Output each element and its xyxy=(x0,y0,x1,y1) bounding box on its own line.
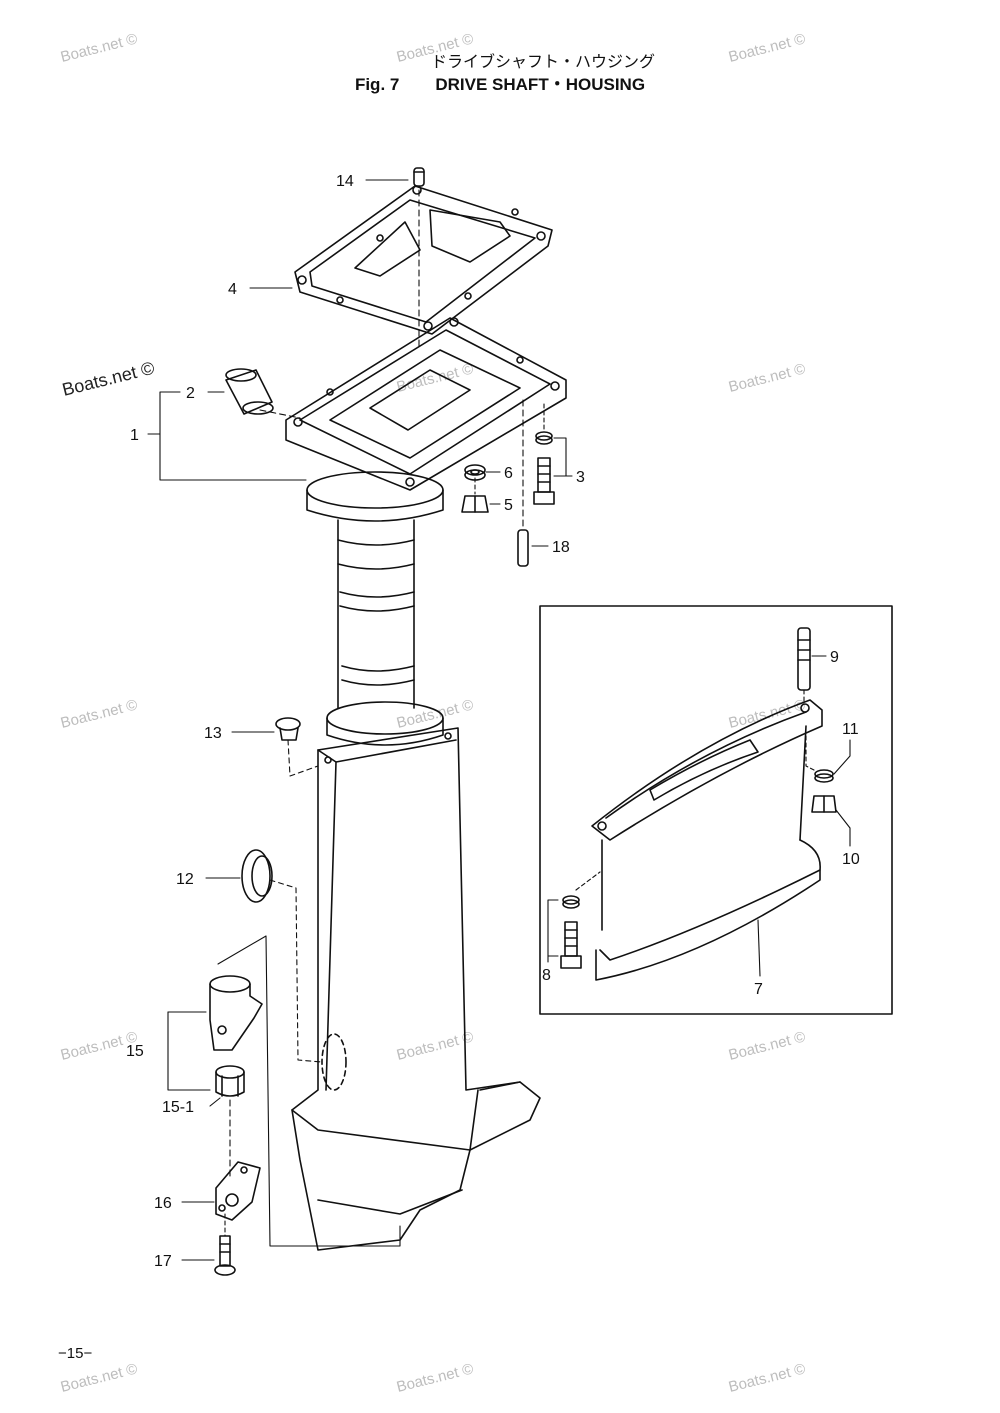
part-10-nut[interactable] xyxy=(811,795,837,813)
watermarks: Boats.net © Boats.net © Boats.net © Boat… xyxy=(59,30,807,1396)
part-18-pin[interactable] xyxy=(517,529,529,567)
callout-15: 15 xyxy=(126,1043,144,1060)
callout-1: 1 xyxy=(130,427,139,444)
figure-label: Fig. 7 xyxy=(354,75,400,94)
part-15-1-nut[interactable] xyxy=(215,1065,245,1097)
watermark: Boats.net © xyxy=(59,1360,139,1396)
watermark: Boats.net © xyxy=(59,696,139,732)
callout-12: 12 xyxy=(176,871,194,888)
callout-5: 5 xyxy=(504,497,513,514)
part-11-washer[interactable] xyxy=(814,769,834,783)
watermark: Boats.net © xyxy=(395,1028,475,1064)
callout-11: 11 xyxy=(842,721,859,738)
callout-7: 7 xyxy=(754,981,763,998)
part-17-screw[interactable] xyxy=(214,1235,236,1276)
part-1-drive-shaft-housing[interactable] xyxy=(285,317,567,1251)
part-15-bracket[interactable] xyxy=(209,975,263,1051)
inset-box xyxy=(539,605,893,1015)
figure-title-english: DRIVE SHAFT・HOUSING xyxy=(435,75,646,94)
callout-3: 3 xyxy=(576,469,585,486)
watermark: Boats.net © xyxy=(727,1360,807,1396)
watermark-dark: Boats.net © xyxy=(60,358,156,400)
callout-14: 14 xyxy=(336,173,354,190)
watermark: Boats.net © xyxy=(727,1028,807,1064)
watermark: Boats.net © xyxy=(59,30,139,66)
watermark: Boats.net © xyxy=(395,1360,475,1396)
leader-lines xyxy=(147,179,851,1261)
watermark: Boats.net © xyxy=(727,30,807,66)
callout-labels: 14 4 2 1 6 5 3 18 13 12 15 15-1 16 17 9 … xyxy=(126,173,860,1270)
part-3-bolt-washer[interactable] xyxy=(533,431,555,505)
watermark: Boats.net © xyxy=(727,360,807,396)
watermark: Boats.net © xyxy=(395,360,475,396)
callout-8: 8 xyxy=(542,967,551,984)
part-8-bolt-washer[interactable] xyxy=(560,895,582,969)
callout-2: 2 xyxy=(186,385,195,402)
part-13-plug[interactable] xyxy=(275,717,301,741)
part-12-grommet[interactable] xyxy=(241,849,273,903)
callout-13: 13 xyxy=(204,725,222,742)
part-4-gasket[interactable] xyxy=(294,185,553,335)
callout-6: 6 xyxy=(504,465,513,482)
callout-9: 9 xyxy=(830,649,839,666)
part-9-stud[interactable] xyxy=(797,627,811,691)
callout-18: 18 xyxy=(552,539,570,556)
title-japanese: ドライブシャフト・ハウジング xyxy=(430,52,655,71)
watermark: Boats.net © xyxy=(395,30,475,66)
part-14-pin[interactable] xyxy=(413,167,425,187)
callout-17: 17 xyxy=(154,1253,172,1270)
part-16-plate[interactable] xyxy=(215,1161,261,1221)
part-2-dowel[interactable] xyxy=(225,368,274,415)
part-7-exhaust-guide[interactable] xyxy=(591,699,823,981)
callout-10: 10 xyxy=(842,851,860,868)
part-5-nut[interactable] xyxy=(461,495,489,513)
callout-4: 4 xyxy=(228,281,237,298)
callout-15-1: 15-1 xyxy=(162,1099,194,1116)
figure-title: Fig. 7 DRIVE SHAFT・HOUSING xyxy=(0,70,1000,95)
callout-16: 16 xyxy=(154,1195,172,1212)
page-number: −15− xyxy=(58,1345,93,1362)
